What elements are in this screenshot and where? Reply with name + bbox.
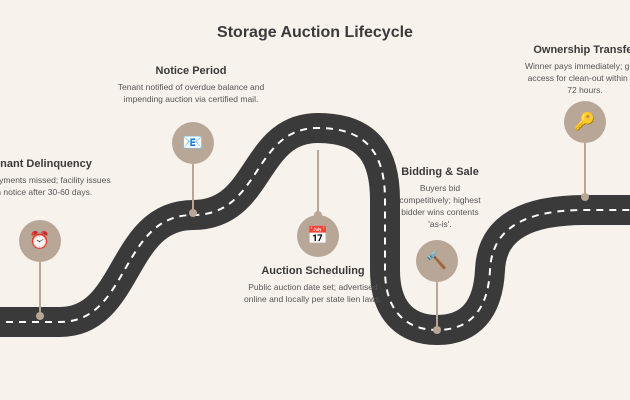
key-icon: 🔑 [564,101,606,143]
calendar-icon: 📅 [297,215,339,257]
stage-title: Auction Scheduling [261,265,365,277]
stage-title: Bidding & Sale [401,166,479,178]
stage-description: Winner pays immediately; given access fo… [525,61,630,95]
stage-title: Ownership Transfer [533,44,630,56]
alarm-clock-icon: ⏰ [19,220,61,262]
road-pin [581,193,589,201]
road-pin [433,326,441,334]
stage-title: Tenant Delinquency [0,158,92,170]
road-pin [36,312,44,320]
stage-description: Tenant notified of overdue balance and i… [117,82,265,104]
stage-title: Notice Period [155,65,227,77]
hammer-icon: 🔨 [416,240,458,282]
stage-auction-scheduling: Auction Scheduling Public auction date s… [238,265,388,305]
stage-ownership-transfer: Ownership Transfer Winner pays immediate… [525,44,630,96]
stage-bidding-sale: Bidding & Sale Buyers bid competitively;… [396,166,484,230]
stage-tenant-delinquency: Tenant Delinquency Rent payments missed;… [0,158,115,198]
stage-description: Buyers bid competitively; highest bidder… [399,183,481,229]
stage-description: Public auction date set; advertised onli… [244,282,382,304]
stage-notice-period: Notice Period Tenant notified of overdue… [116,65,266,105]
page-title: Storage Auction Lifecycle [217,24,413,41]
stage-description: Rent payments missed; facility issues li… [0,175,111,197]
road-pin [189,209,197,217]
envelope-icon: 📧 [172,122,214,164]
